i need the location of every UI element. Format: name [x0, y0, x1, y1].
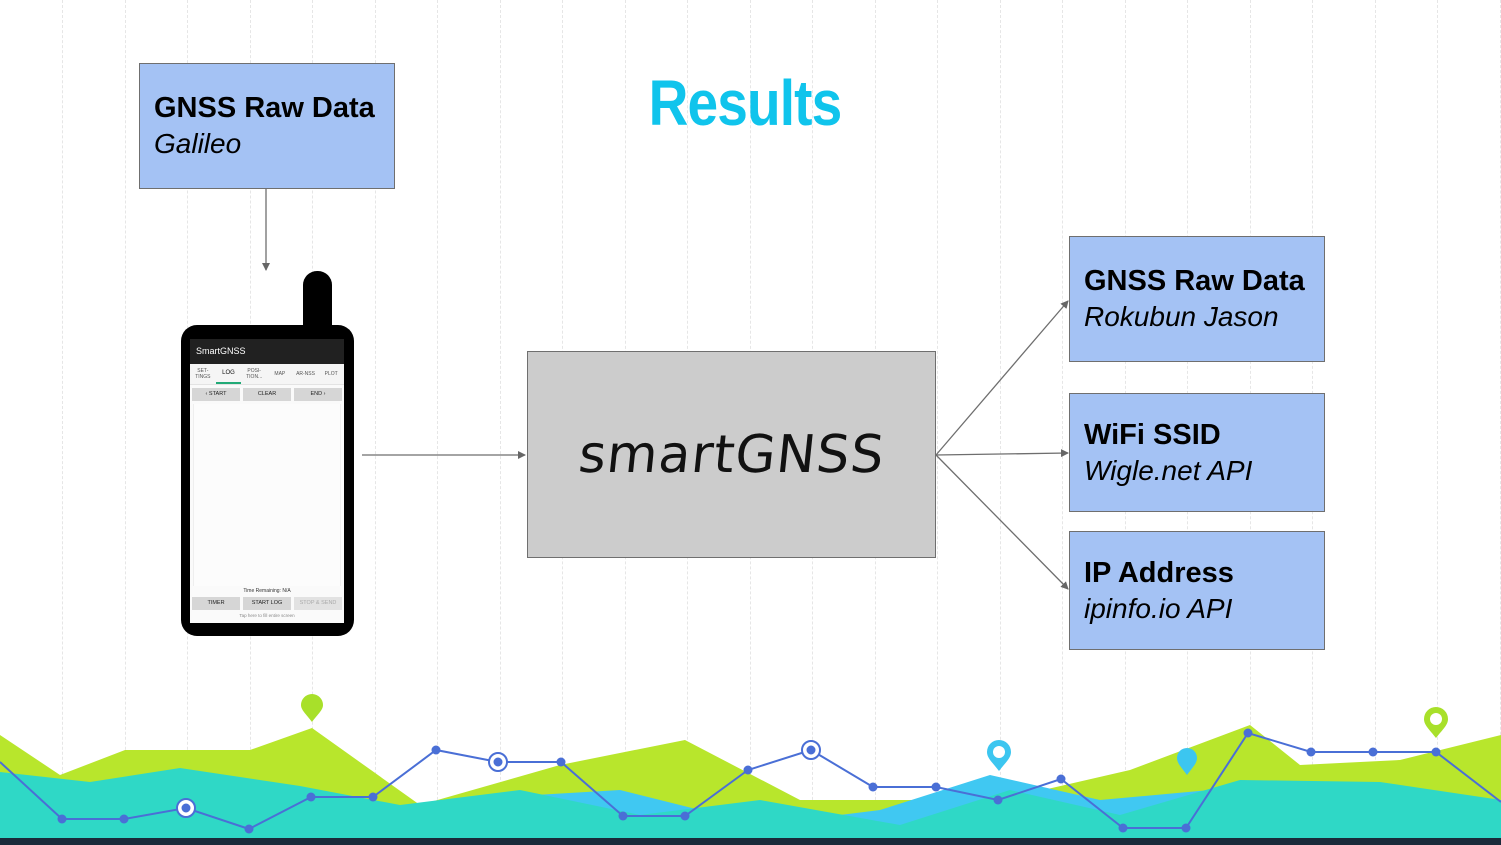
timer-button[interactable]: TIMER — [192, 597, 240, 610]
output-heading: WiFi SSID — [1084, 418, 1221, 451]
footer-landscape — [0, 725, 1501, 845]
input-box-heading: GNSS Raw Data — [154, 92, 375, 124]
tab-settings[interactable]: SET-TINGS — [195, 368, 211, 380]
grid-line — [125, 0, 126, 845]
stop-send-button[interactable]: STOP & SEND — [294, 597, 342, 610]
fullscreen-hint[interactable]: Tap here to fill entire screen — [239, 613, 295, 618]
slide-title: Results — [648, 67, 843, 139]
output-subheading: Wigle.net API — [1084, 454, 1253, 486]
map-pin-icon — [1424, 707, 1448, 738]
start-button[interactable]: ‹ START — [192, 388, 240, 401]
grid-line — [375, 0, 376, 845]
grid-line — [1437, 0, 1438, 845]
output-box-ip: IP Address ipinfo.io API — [1069, 531, 1325, 650]
footer-ring-points — [176, 740, 821, 818]
app-tab-bar: SET-TINGS LOG POSI-TION... MAP AR-NSS PL… — [190, 364, 344, 385]
start-log-button[interactable]: START LOG — [243, 597, 291, 610]
map-pin-icon — [301, 694, 323, 722]
grid-line — [500, 0, 501, 845]
grid-line — [437, 0, 438, 845]
clear-button[interactable]: CLEAR — [243, 388, 291, 401]
output-subheading: ipinfo.io API — [1084, 592, 1233, 624]
arrow-to-wifi-output — [935, 449, 1069, 458]
grid-line — [1000, 0, 1001, 845]
input-box-subheading: Galileo — [154, 128, 242, 159]
tab-map[interactable]: MAP — [274, 371, 286, 377]
grid-line — [1062, 0, 1063, 845]
output-box-wifi: WiFi SSID Wigle.net API — [1069, 393, 1325, 512]
tab-plot[interactable]: PLOT — [324, 371, 338, 377]
tab-log[interactable]: LOG — [215, 364, 242, 384]
map-pin-icon — [987, 740, 1011, 771]
arrow-to-ip-output — [935, 454, 1069, 590]
log-area — [193, 404, 341, 586]
top-button-row: ‹ START CLEAR END › — [190, 385, 344, 404]
grid-line — [1375, 0, 1376, 845]
time-remaining: Time Remaining: N/A — [243, 588, 291, 594]
output-heading: GNSS Raw Data — [1084, 265, 1305, 297]
tab-ar-nss[interactable]: AR-NSS — [296, 371, 315, 377]
smartgnss-processor: smartGNSS — [527, 351, 936, 558]
end-button[interactable]: END › — [294, 388, 342, 401]
grid-line — [62, 0, 63, 845]
arrow-to-gnss-output — [935, 300, 1069, 456]
output-box-gnss: GNSS Raw Data Rokubun Jason — [1069, 236, 1325, 362]
bottom-button-row: TIMER START LOG STOP & SEND — [190, 594, 344, 613]
output-heading: IP Address — [1084, 556, 1234, 589]
phone-screen: SmartGNSS SET-TINGS LOG POSI-TION... MAP… — [190, 339, 344, 623]
app-title-bar: SmartGNSS — [190, 339, 344, 364]
output-subheading: Rokubun Jason — [1084, 301, 1279, 332]
grid-line — [937, 0, 938, 845]
input-box-galileo: GNSS Raw Data Galileo — [139, 63, 395, 189]
footer-base — [0, 838, 1501, 845]
footer-trend-points — [57, 728, 1441, 834]
map-pin-icon — [1177, 748, 1197, 775]
tab-position[interactable]: POSI-TION... — [246, 368, 263, 380]
